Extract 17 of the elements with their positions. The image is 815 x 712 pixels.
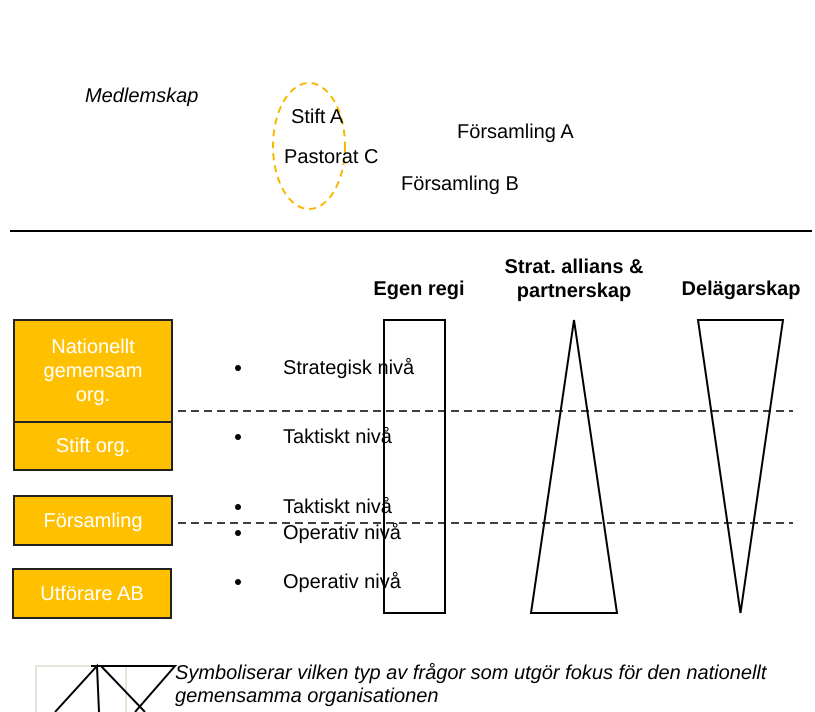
org-box — [13, 495, 173, 546]
text-label: Stift A — [291, 105, 344, 129]
legend-note: Symboliserar vilken typ av frågor som utgör fokus för den nationellt gemensamma organisationen — [175, 662, 768, 708]
org-label: Utförare AB — [40, 582, 144, 606]
column-heading: Egen regi — [373, 277, 465, 301]
org-box — [13, 319, 173, 423]
column-heading: Strat. allians & partnerskap — [504, 255, 644, 303]
text-label: Församling A — [457, 120, 574, 144]
column-heading: Delägarskap — [682, 277, 800, 301]
org-label: Församling — [44, 508, 142, 532]
org-label: Stift org. — [56, 434, 130, 458]
org-label: Nationellt gemensam org. — [42, 335, 144, 407]
org-box — [13, 421, 173, 471]
org-box — [12, 568, 172, 619]
section-label: Medlemskap — [85, 84, 198, 108]
text-label: Församling B — [401, 172, 519, 196]
text-label: Pastorat C — [284, 145, 378, 169]
